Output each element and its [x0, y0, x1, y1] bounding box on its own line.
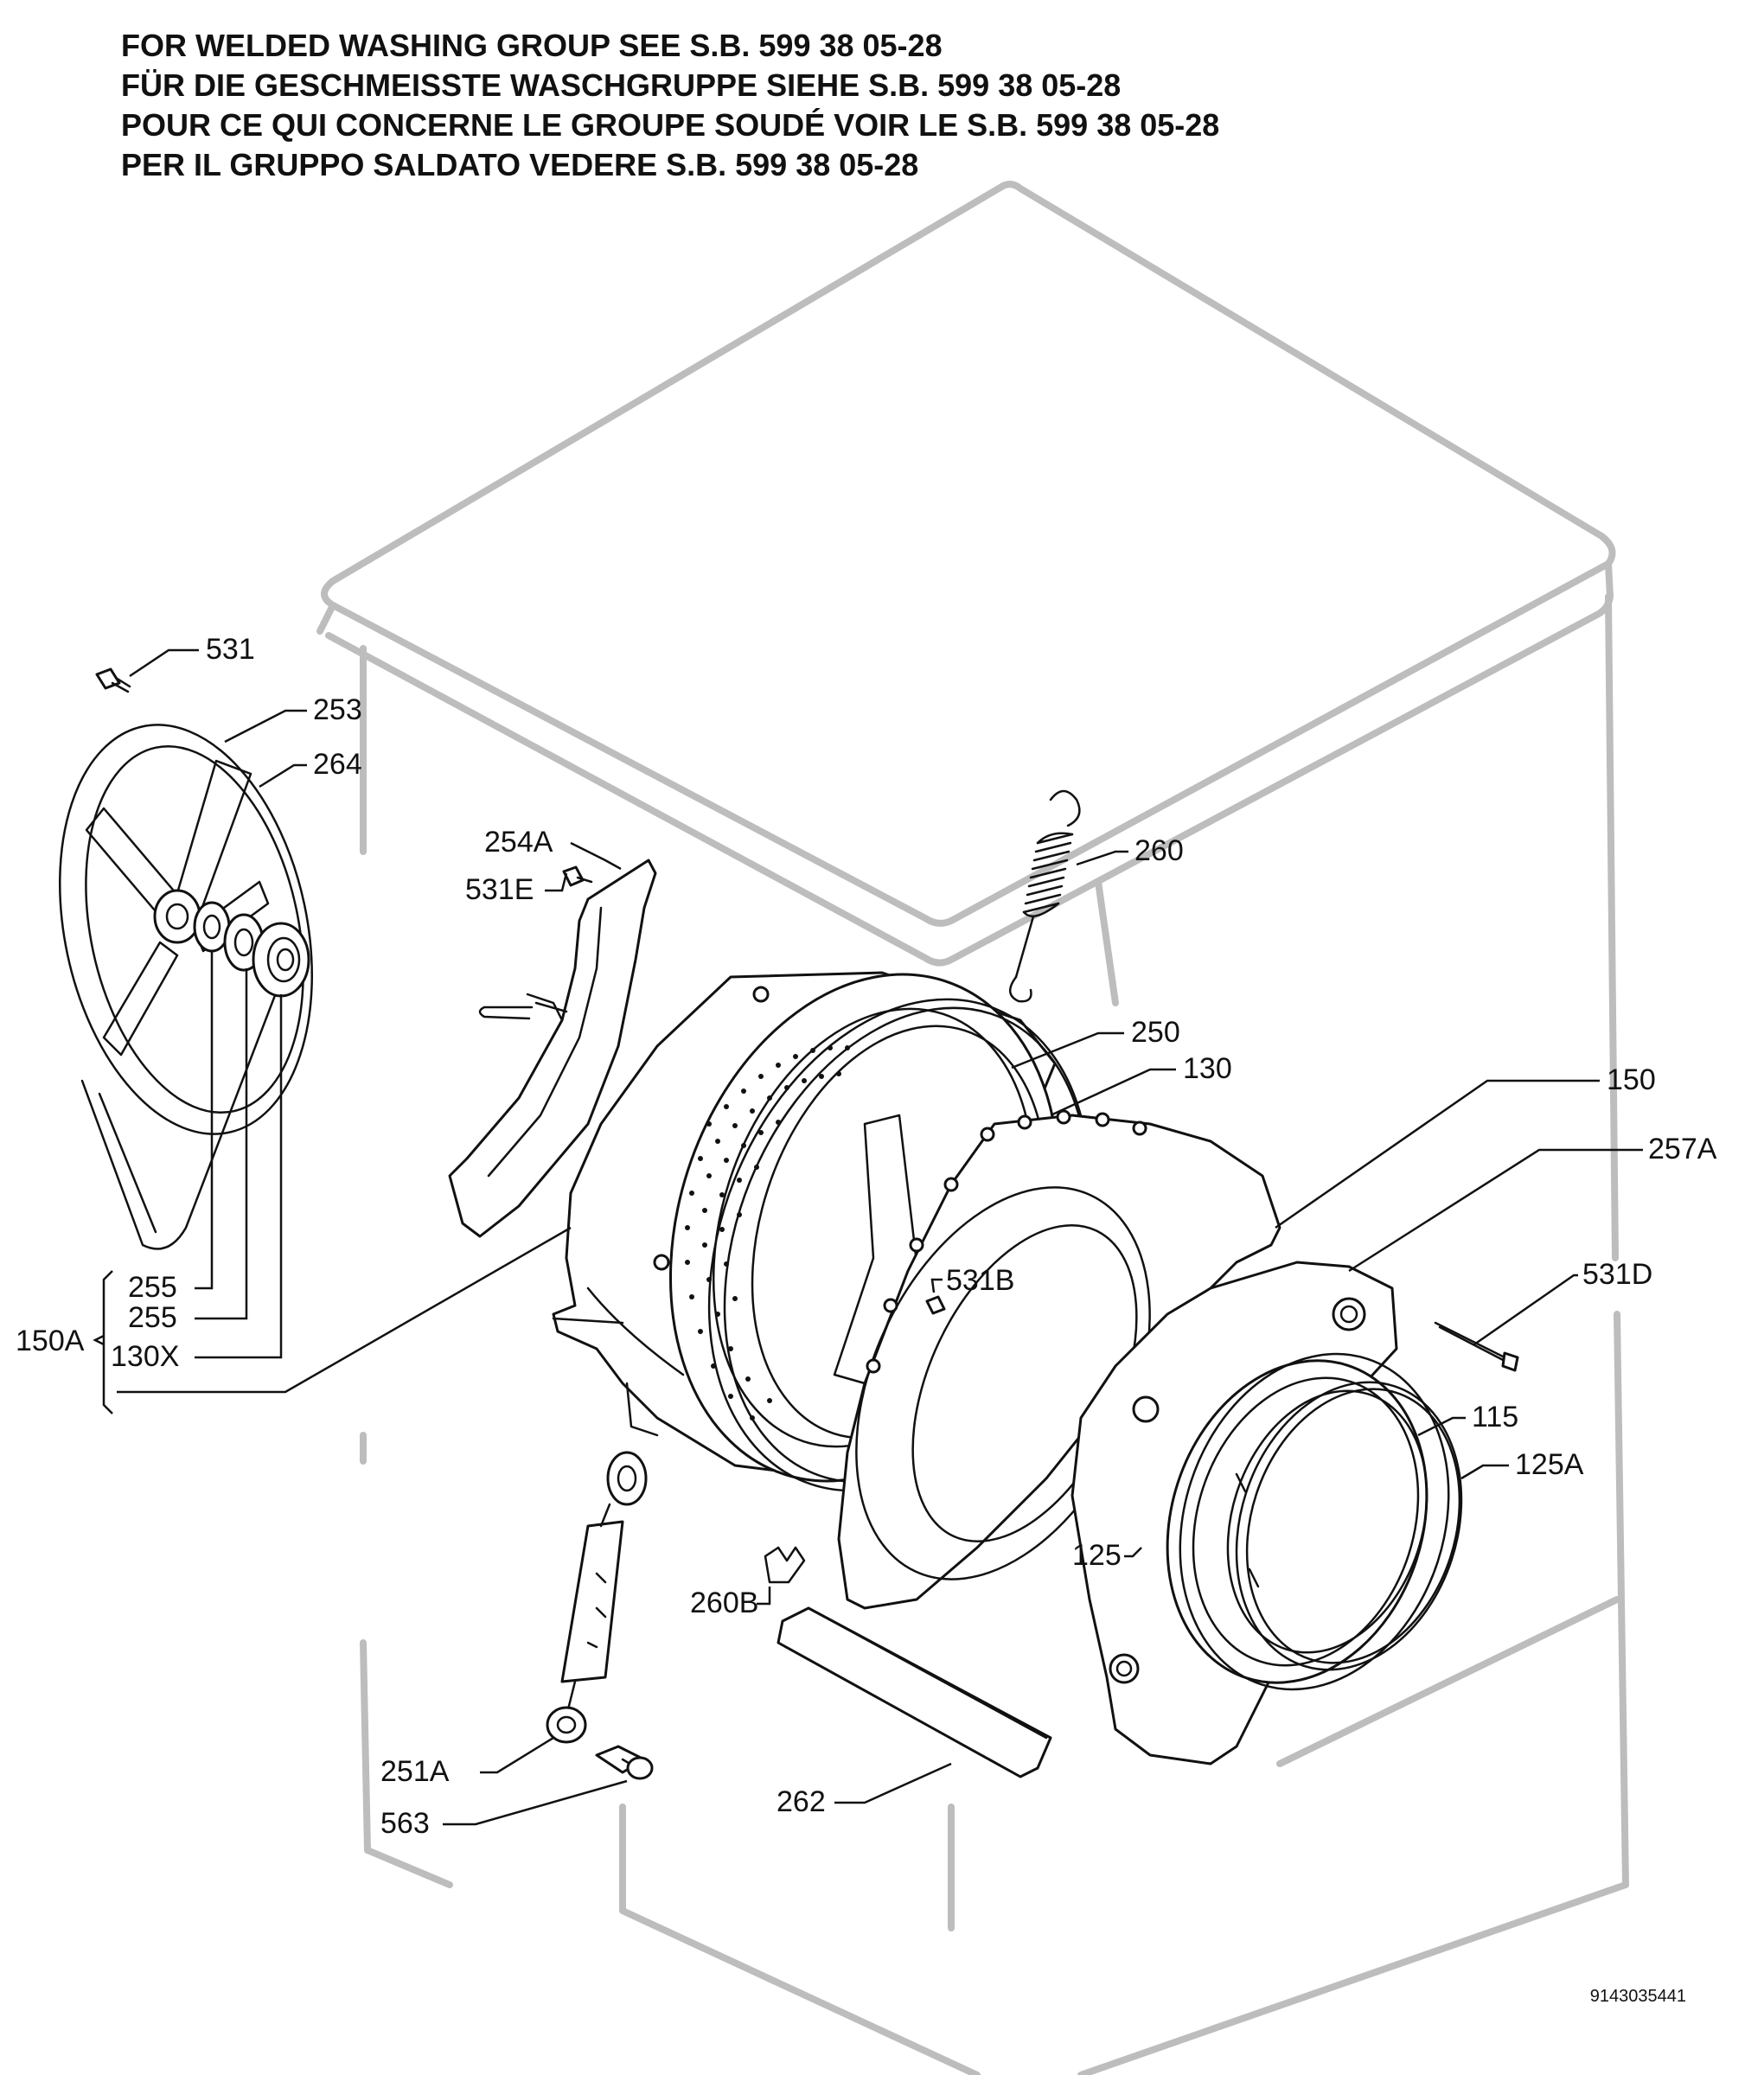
- screw-531B: [925, 1295, 946, 1315]
- label-250: 250: [1131, 1016, 1180, 1049]
- label-257A: 257A: [1648, 1133, 1717, 1165]
- label-253: 253: [313, 693, 362, 726]
- header-line-en: FOR WELDED WASHING GROUP SEE S.B. 599 38…: [121, 28, 943, 63]
- label-260B: 260B: [690, 1587, 758, 1619]
- clip-260B: [764, 1546, 806, 1584]
- drum-perforations: [685, 1045, 850, 1421]
- label-563: 563: [380, 1807, 430, 1840]
- label-115: 115: [1472, 1401, 1518, 1433]
- label-262: 262: [777, 1785, 826, 1818]
- screw-531: [95, 667, 131, 693]
- label-150: 150: [1607, 1063, 1656, 1096]
- label-130X: 130X: [111, 1340, 179, 1373]
- header-line-de: FÜR DIE GESCHMEISSTE WASCHGRUPPE SIEHE S…: [121, 67, 1122, 103]
- label-531D: 531D: [1582, 1258, 1652, 1291]
- label-255-second: 255: [128, 1301, 177, 1334]
- leader-lines: [93, 648, 1643, 1826]
- part-labels: 531 253 264 254A 531E 260 250 130 150 25…: [16, 633, 1717, 1840]
- header-notes: FOR WELDED WASHING GROUP SEE S.B. 599 38…: [121, 26, 1219, 185]
- shock-absorber-251A: [546, 1451, 648, 1744]
- label-125A: 125A: [1515, 1448, 1584, 1481]
- label-254A: 254A: [484, 826, 553, 859]
- label-130: 130: [1183, 1052, 1232, 1085]
- door-seal: [1166, 1352, 1463, 1691]
- label-531: 531: [206, 633, 255, 666]
- bolt-563: [595, 1745, 654, 1780]
- pulley-wheel: [59, 724, 313, 1250]
- cabinet-outline: [316, 181, 1629, 2075]
- counterweight-262: [777, 1606, 1052, 1778]
- label-150A: 150A: [16, 1325, 85, 1357]
- screw-531D: [1434, 1321, 1519, 1372]
- label-264: 264: [313, 748, 362, 781]
- label-260: 260: [1134, 834, 1184, 867]
- label-125: 125: [1072, 1539, 1122, 1572]
- label-255-first: 255: [128, 1271, 177, 1304]
- bracket-254A: [448, 859, 657, 1238]
- label-531E: 531E: [465, 873, 534, 906]
- spring-260: [1009, 789, 1081, 1003]
- label-531B: 531B: [946, 1264, 1014, 1297]
- header-line-it: PER IL GRUPPO SALDATO VEDERE S.B. 599 38…: [121, 147, 919, 182]
- document-number: 9143035441: [1589, 1987, 1686, 2006]
- label-251A: 251A: [380, 1755, 450, 1788]
- header-line-fr: POUR CE QUI CONCERNE LE GROUPE SOUDÉ VOI…: [121, 107, 1220, 143]
